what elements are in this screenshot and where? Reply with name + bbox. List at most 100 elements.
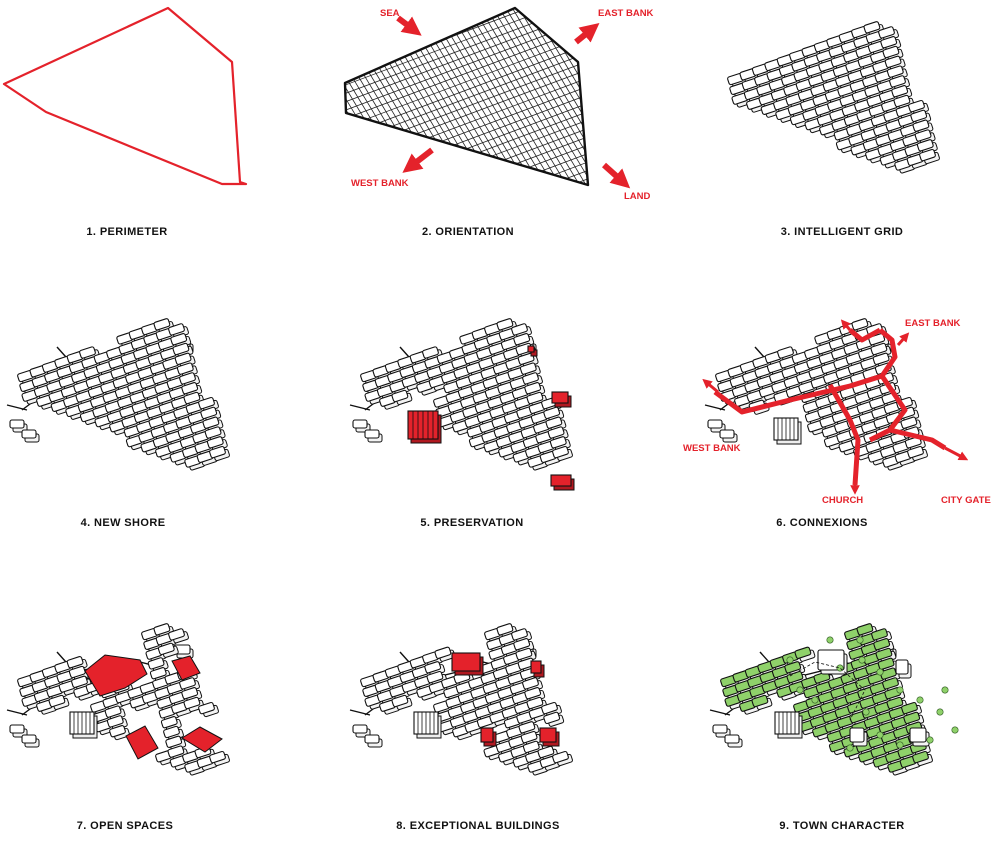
block-top — [545, 416, 563, 429]
orientation-outline — [343, 6, 590, 187]
hatch-line-a — [345, 8, 466, 185]
hatch-line-a — [183, 0, 303, 200]
block-top — [912, 119, 930, 132]
hatch-line-a — [625, 0, 745, 200]
hatch-line-a — [416, 8, 537, 185]
city-block-123 — [916, 139, 938, 155]
block-top — [543, 406, 561, 420]
hatch-line-b — [300, 242, 620, 362]
block-top — [179, 372, 196, 385]
city-block-109 — [850, 143, 872, 159]
block-top — [174, 352, 192, 365]
accent-top — [551, 391, 569, 404]
panel-town-character — [709, 623, 959, 776]
block-top — [206, 436, 224, 449]
block-top — [209, 445, 226, 459]
hatch-line-a — [345, 8, 388, 185]
block-top — [895, 659, 909, 675]
block-row-19 — [209, 445, 230, 462]
block-top — [916, 139, 934, 152]
hatch-line-a — [612, 0, 732, 200]
block-top — [707, 419, 723, 429]
hatch-line-a — [618, 0, 738, 200]
open-space-central — [125, 725, 159, 760]
block-row-16 — [850, 143, 872, 159]
block-top — [522, 372, 539, 385]
block-top — [712, 724, 728, 734]
caption-intelligent-grid: 3. INTELLIGENT GRID — [780, 226, 904, 238]
hatch-line-a — [422, 8, 544, 185]
tree-2 — [876, 668, 884, 676]
block-top — [519, 362, 537, 375]
hatch-line-a — [481, 8, 588, 185]
block-top — [878, 26, 895, 39]
hatch-line-a — [345, 8, 349, 185]
church-building-8 — [413, 711, 442, 739]
block-top — [364, 429, 380, 439]
west-bank-route-arrow — [702, 378, 719, 394]
tree-11 — [811, 696, 819, 704]
hatch-line-a — [163, 0, 283, 200]
hatch-line-a — [111, 0, 231, 200]
block-top — [198, 396, 215, 410]
tree-15 — [856, 636, 864, 644]
block-top — [352, 419, 368, 429]
block-top — [204, 426, 222, 439]
hatch-line-a — [209, 0, 329, 200]
caption-exceptional-buildings: 8. EXCEPTIONAL BUILDINGS — [396, 820, 560, 832]
block-top — [513, 333, 531, 346]
tree-17 — [951, 726, 959, 734]
accent-top — [530, 660, 542, 674]
hatch-line-a — [578, 8, 588, 185]
block-top — [200, 406, 218, 420]
hatch-line-a — [559, 8, 588, 185]
hatch-line-a — [605, 0, 725, 200]
hatch-line-b — [345, 8, 588, 10]
block-top — [886, 65, 904, 78]
hatch-line-b — [345, 141, 588, 185]
hatch-line-a — [202, 0, 322, 200]
hatch-line-a — [189, 0, 309, 200]
block-row-18 — [916, 139, 938, 155]
hatch-line-a — [345, 8, 381, 185]
hatch-line-a — [196, 0, 316, 200]
block-top — [891, 85, 909, 98]
block-top — [919, 148, 936, 162]
hatch-line-b — [300, 200, 620, 320]
accent-top — [480, 727, 494, 743]
hatch-line-a — [461, 8, 583, 185]
block-top — [547, 426, 565, 439]
caption-town-character: 9. TOWN CHARACTER — [779, 820, 905, 832]
block-top — [863, 21, 881, 34]
church-building-9 — [774, 711, 803, 739]
tree-3 — [896, 686, 904, 694]
hatch-line-a — [383, 8, 505, 185]
hatch-line-b — [345, 8, 588, 94]
hatch-line-b — [345, 149, 588, 185]
hatch-line-a — [370, 8, 492, 185]
hatch-line-b — [345, 8, 588, 36]
block-top — [549, 436, 567, 449]
block-top — [391, 389, 409, 403]
accent-top — [451, 652, 481, 672]
label-connexion-church: CHURCH — [822, 495, 863, 506]
hatch-line-b — [345, 158, 588, 185]
city-block-37 — [391, 389, 413, 405]
city-gate-route-arrow — [944, 446, 969, 461]
tree-4 — [916, 696, 924, 704]
hatch-line-a — [565, 8, 588, 185]
tree-7 — [876, 731, 884, 739]
caption-perimeter: 1. PERIMETER — [86, 226, 168, 238]
block-top — [170, 333, 188, 346]
hatch-line-a — [599, 0, 719, 200]
label-connexion-east-bank: EAST BANK — [905, 318, 961, 329]
block-top — [9, 724, 25, 734]
block-top — [724, 734, 740, 744]
hatch-line-a — [487, 8, 588, 185]
accent-top — [539, 727, 557, 743]
hatch-line-a — [539, 8, 588, 185]
panel-preservation — [349, 318, 575, 491]
block-top — [168, 323, 185, 336]
